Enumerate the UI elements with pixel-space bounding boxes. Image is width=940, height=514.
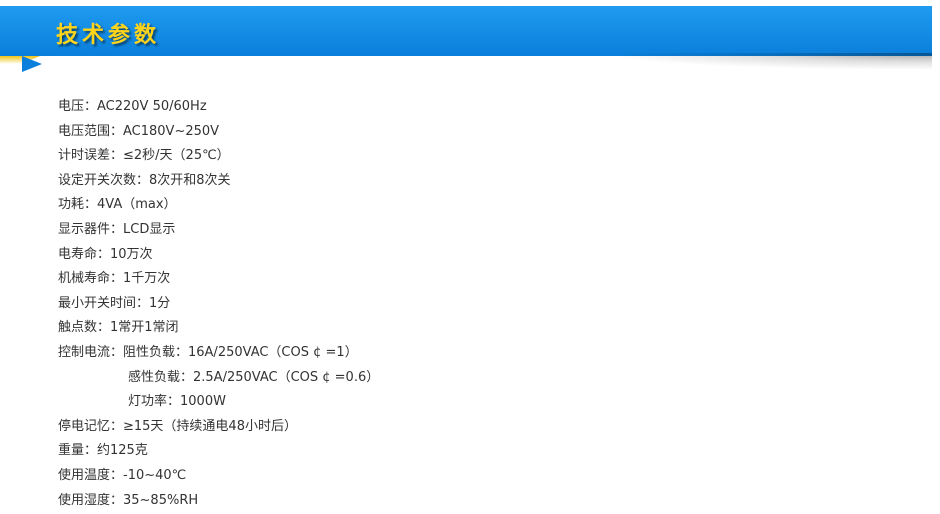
spec-operating-temperature: 使用温度：-10~40℃	[58, 467, 187, 483]
spec-control-current-inductive: 感性负载：2.5A/250VAC（COS ¢ =0.6）	[128, 369, 380, 385]
spec-power-failure-memory: 停电记忆：≥15天（持续通电48小时后）	[58, 418, 297, 434]
spec-operating-humidity: 使用湿度：35~85%RH	[58, 492, 199, 508]
banner-corner-accent	[0, 56, 40, 64]
banner-shadow	[620, 53, 932, 69]
spec-control-current-resistive: 控制电流：阻性负载：16A/250VAC（COS ¢ =1）	[58, 344, 358, 360]
spec-min-switch-time: 最小开关时间：1分	[58, 295, 171, 311]
spec-power-consumption: 功耗：4VA（max）	[58, 197, 177, 213]
spec-voltage: 电压：AC220V 50/60Hz	[58, 99, 207, 114]
spec-display: 显示器件：LCD显示	[58, 221, 176, 237]
section-title: 技术参数	[56, 23, 161, 48]
section-header-banner: 技术参数	[0, 6, 932, 56]
spec-timing-error: 计时误差：≤2秒/天（25℃）	[58, 148, 230, 164]
spec-switch-count: 设定开关次数：8次开和8次关	[58, 172, 231, 188]
spec-weight: 重量：约125克	[58, 443, 148, 459]
spec-electrical-life: 电寿命：10万次	[58, 246, 153, 262]
spec-mechanical-life: 机械寿命：1千万次	[58, 271, 171, 287]
spec-contacts: 触点数：1常开1常闭	[58, 320, 179, 336]
spec-list: 电压：AC220V 50/60Hz 电压范围：AC180V~250V 计时误差：…	[58, 95, 379, 513]
banner-corner-fold-icon	[22, 56, 42, 72]
spec-lamp-power: 灯功率：1000W	[128, 394, 226, 410]
spec-voltage-range: 电压范围：AC180V~250V	[58, 123, 220, 139]
